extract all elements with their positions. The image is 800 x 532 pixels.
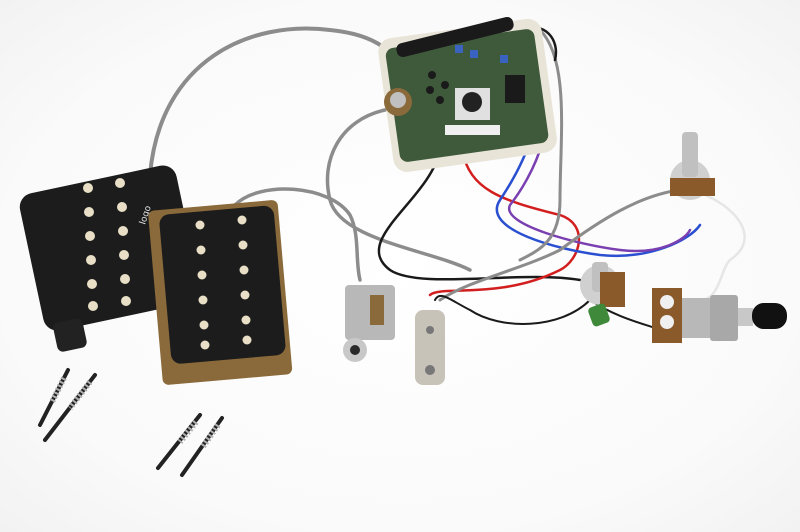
output-jack	[343, 285, 395, 362]
board-pot-shaft	[390, 92, 406, 108]
toggle-tip	[752, 303, 787, 329]
board-rotary-switch	[462, 92, 482, 112]
capacitor	[588, 303, 610, 327]
screw-springs	[49, 376, 221, 450]
battery-snap	[415, 310, 445, 385]
pole-pieces-right	[195, 215, 252, 350]
pole-pieces-left	[83, 178, 131, 311]
preamp-circuit-board	[378, 16, 557, 172]
toggle-switch	[652, 288, 787, 343]
humbucker-pickup-right	[148, 200, 293, 385]
board-connector	[445, 125, 500, 135]
potentiometer-lower	[580, 262, 625, 307]
potentiometer-upper	[670, 132, 715, 200]
